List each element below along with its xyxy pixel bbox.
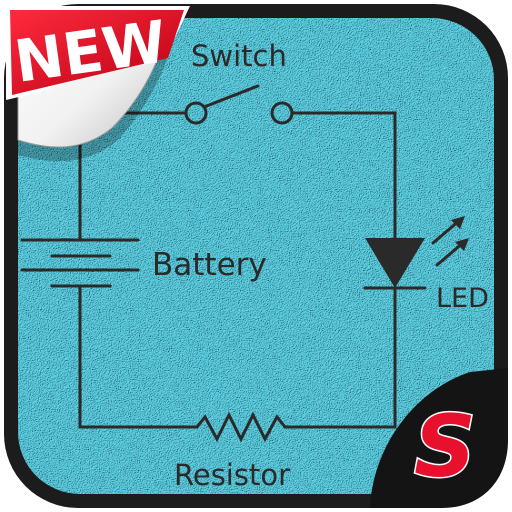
s-logo-bg bbox=[370, 368, 508, 508]
label-led: LED bbox=[436, 283, 489, 314]
switch-lever bbox=[202, 84, 260, 109]
new-badge: NEW bbox=[6, 6, 190, 162]
resistor-zigzag bbox=[195, 411, 287, 443]
led-arrowhead-2 bbox=[455, 238, 469, 251]
new-red-banner bbox=[10, 10, 184, 95]
led-triangle bbox=[365, 238, 425, 288]
wire-top-right bbox=[290, 111, 397, 240]
s-logo-letter: S bbox=[414, 397, 476, 497]
s-logo: S bbox=[370, 368, 508, 508]
led-arrowhead-1 bbox=[451, 216, 465, 229]
wire-bottom-left bbox=[78, 284, 199, 429]
label-switch: Switch bbox=[191, 39, 287, 73]
switch-terminal-left bbox=[184, 101, 208, 125]
label-resistor: Resistor bbox=[174, 458, 290, 492]
label-battery: Battery bbox=[152, 247, 267, 283]
wire-right-lower bbox=[283, 288, 397, 429]
